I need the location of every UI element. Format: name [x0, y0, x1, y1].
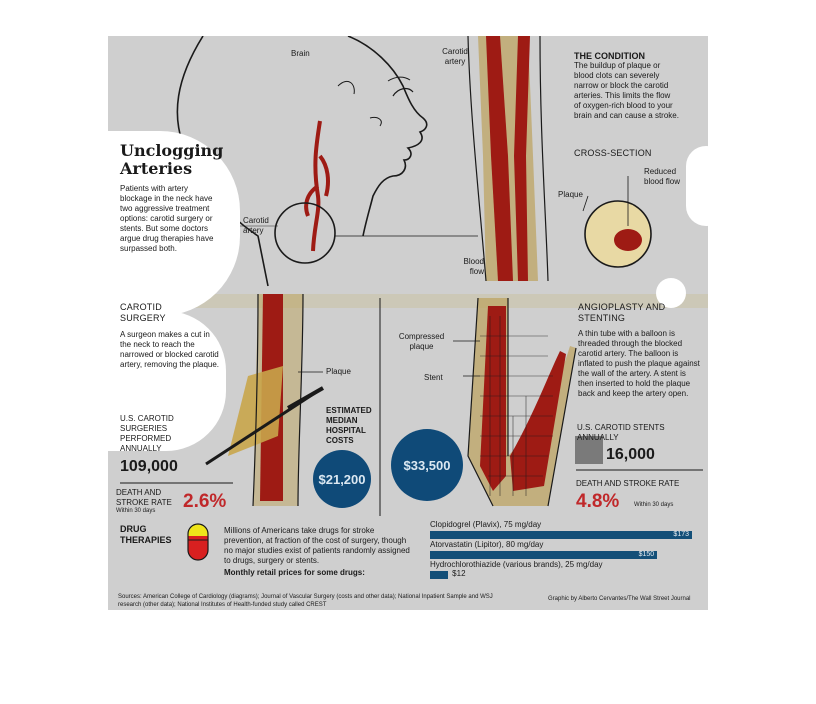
surgery-cost-circle: $21,200: [313, 450, 371, 508]
stents-count-label: U.S. CAROTID STENTS ANNUALLY: [577, 423, 665, 442]
label-blood-flow: Blood flow: [463, 257, 484, 276]
surgery-cost-value: $21,200: [318, 471, 366, 487]
stent-risk-note: Within 30 days: [634, 502, 674, 508]
anatomy-illustration: [108, 36, 708, 561]
stents-count-value: 16,000: [606, 446, 655, 463]
drug-name-1: Atorvastatin (Lipitor), 80 mg/day: [430, 540, 544, 549]
surgery-text: A surgeon makes a cut in the neck to rea…: [120, 330, 220, 369]
costs-label: ESTIMATED MEDIAN HOSPITAL COSTS: [326, 406, 372, 445]
stenting-heading: ANGIOPLASTY AND STENTING: [578, 302, 666, 323]
drug-price-bar-2: [430, 571, 449, 579]
white-blob-left-mid: [108, 311, 226, 451]
drug-price-label-1: $150: [638, 551, 655, 558]
sources-text: Sources: American College of Cardiology …: [118, 594, 493, 608]
drugs-heading: DRUG THERAPIES: [120, 524, 172, 545]
surgery-heading: CAROTID SURGERY: [120, 302, 166, 323]
label-carotid-artery-head: Carotid artery: [243, 216, 269, 235]
drug-price-label-2: $12: [452, 569, 466, 578]
page-title: Unclogging Arteries: [120, 141, 224, 178]
label-carotid-artery-top: Carotid artery: [442, 47, 468, 66]
white-circle-right: [656, 278, 686, 308]
cross-section-heading: CROSS-SECTION: [574, 148, 652, 158]
credit-text: Graphic by Alberto Cervantes/The Wall St…: [548, 596, 691, 602]
drug-price-label-0: $173: [673, 531, 689, 538]
intro-text: Patients with artery blockage in the nec…: [120, 184, 214, 253]
drug-price-bar-1: [430, 551, 658, 559]
white-blob-right: [686, 146, 708, 226]
surgery-risk-value: 2.6%: [183, 491, 227, 512]
stent-risk-value: 4.8%: [576, 491, 620, 512]
stenting-text: A thin tube with a balloon is threaded t…: [578, 329, 700, 398]
stent-cost-circle: $33,500: [391, 429, 463, 501]
drug-price-bar-0: [430, 531, 692, 539]
label-plaque-top: Plaque: [558, 190, 583, 199]
infographic-panel: Brain Carotid artery Carotid artery Bloo…: [108, 36, 708, 610]
label-compressed-plaque: Compressed plaque: [398, 332, 445, 351]
surgery-risk-note: Within 30 days: [116, 508, 156, 514]
white-blob-top-left: [108, 131, 240, 316]
drug-name-0: Clopidogrel (Plavix), 75 mg/day: [430, 520, 542, 529]
stent-risk-label: DEATH AND STROKE RATE: [576, 479, 680, 488]
label-stent: Stent: [424, 373, 443, 382]
condition-heading: THE CONDITION: [574, 51, 645, 61]
stent-cost-value: $33,500: [403, 457, 451, 473]
drugs-prices-label: Monthly retail prices for some drugs:: [224, 568, 365, 577]
label-plaque-surgery: Plaque: [326, 367, 351, 376]
drugs-text: Millions of Americans take drugs for str…: [224, 526, 410, 565]
drug-name-2: Hydrochlorothiazide (various brands), 25…: [430, 560, 603, 569]
surgeries-count-label: U.S. CAROTID SURGERIES PERFORMED ANNUALL…: [120, 414, 174, 453]
label-reduced-blood-flow: Reduced blood flow: [644, 167, 681, 186]
label-brain: Brain: [291, 49, 310, 58]
surgery-risk-label: DEATH AND STROKE RATE: [116, 488, 172, 507]
surgeries-count-value: 109,000: [120, 458, 178, 475]
condition-text: The buildup of plaque or blood clots can…: [574, 61, 679, 120]
